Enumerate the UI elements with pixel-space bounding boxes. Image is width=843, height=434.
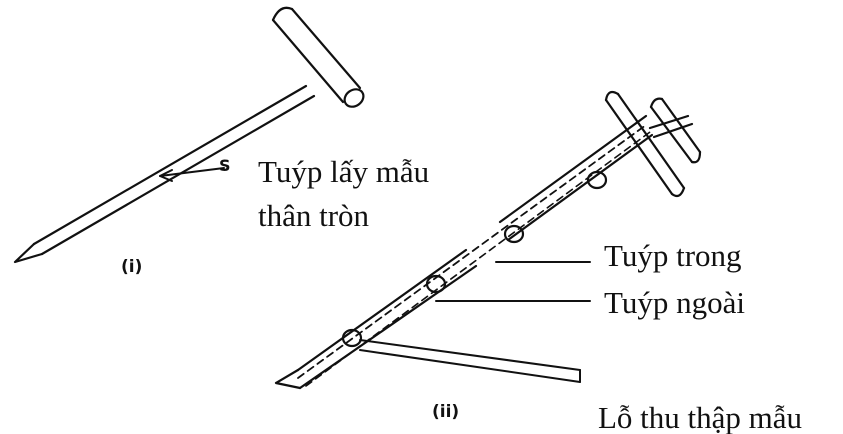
tube-i-leader-line <box>159 167 225 177</box>
label-sampling-holes: Lỗ thu thập mẫu <box>598 400 803 434</box>
caption-ii: (ii) <box>432 402 460 422</box>
tube-ii-handle-back <box>649 97 702 164</box>
leader-holes <box>359 339 581 383</box>
tube-ii-tip <box>274 368 302 390</box>
tube-i-handle <box>271 7 362 104</box>
label-solid-tube-line1: Tuýp lấy mẫu <box>258 154 430 189</box>
double-tube-sampler-ii <box>274 90 702 390</box>
tube-ii-hole <box>586 170 608 190</box>
tube-i-stray-text: S <box>219 156 231 175</box>
tube-ii-hole <box>425 274 447 294</box>
tube-ii-outer-lower <box>296 248 478 390</box>
tube-i-shaft <box>32 84 316 256</box>
tube-i-handle-end <box>343 88 365 108</box>
tube-ii-hole <box>503 224 525 244</box>
tube-ii-handle-front <box>604 92 686 196</box>
tube-ii-inner-dashed <box>297 124 647 379</box>
label-outer-tube: Tuýp ngoài <box>604 285 745 320</box>
tube-ii-hole <box>341 328 363 348</box>
tube-i-tip <box>13 242 44 264</box>
tube-ii-outer-upper <box>498 114 654 242</box>
label-inner-tube: Tuýp trong <box>604 238 742 273</box>
tube-ii-handle-stem <box>648 114 694 139</box>
caption-i: (i) <box>121 257 143 277</box>
label-solid-tube-line2: thân tròn <box>258 198 370 233</box>
solid-tube-sampler-i <box>13 6 365 264</box>
